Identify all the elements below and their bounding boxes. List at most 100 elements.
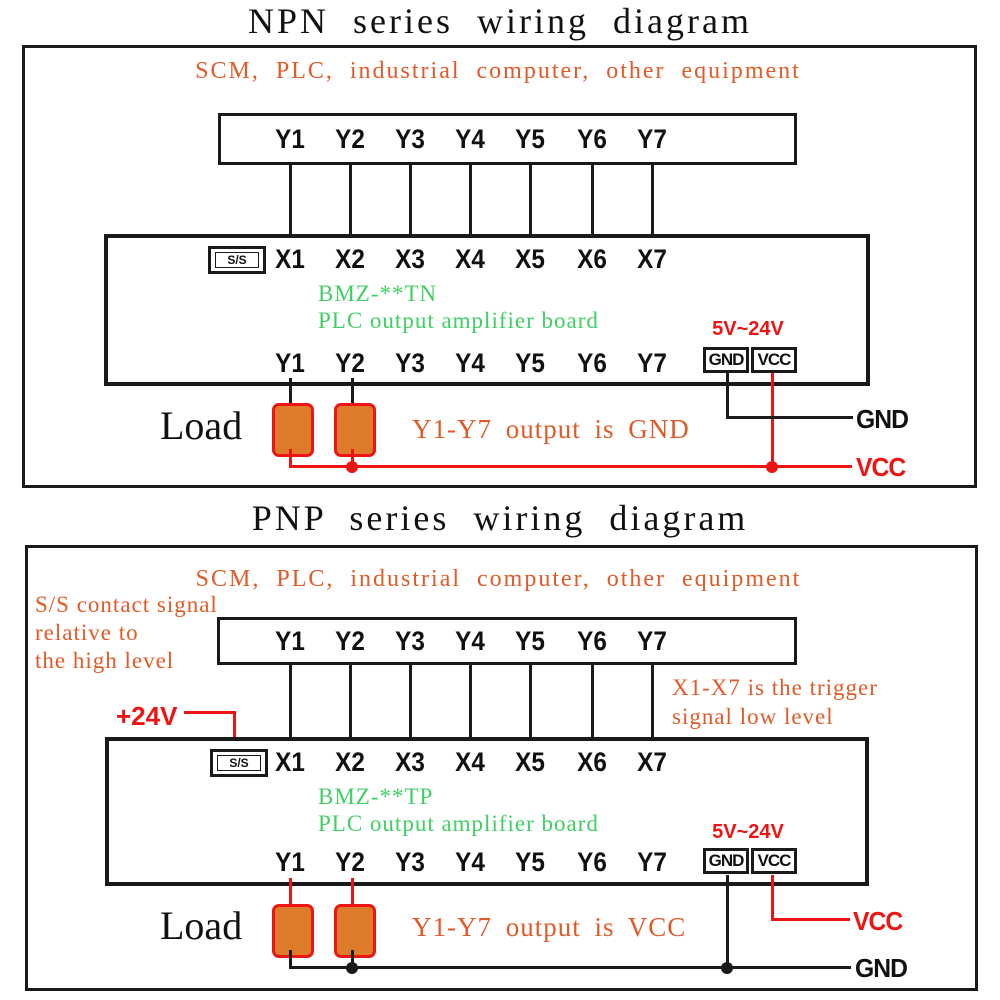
pnp-title: PNP series wiring diagram [251, 498, 749, 538]
npn-controller-box [218, 113, 797, 165]
ss-terminal-label: S/S [215, 252, 259, 268]
pnp-power-terminal: GND VCC [703, 848, 797, 874]
npn-gnd-drop-wire [726, 373, 729, 419]
port-label-y3: Y3 [395, 124, 425, 154]
npn-gnd-terminal: GND [703, 347, 749, 373]
npn-vcc-bus-wire [290, 465, 852, 468]
pnp-controller-box [217, 617, 797, 665]
port-label-y1: Y1 [275, 348, 305, 378]
signal-wire [408, 162, 412, 236]
port-label-y2: Y2 [335, 847, 365, 877]
npn-outer-box [22, 45, 977, 488]
port-label-y4: Y4 [455, 847, 485, 877]
npn-equipment-header: SCM, PLC, industrial computer, other equ… [195, 58, 801, 84]
port-label-y3: Y3 [395, 626, 425, 656]
port-label-y2: Y2 [335, 348, 365, 378]
pnp-gnd-junction-dot-2 [721, 962, 733, 974]
port-label-y7: Y7 [637, 124, 667, 154]
signal-wire [590, 662, 594, 739]
port-label-y7: Y7 [637, 626, 667, 656]
port-label-x4: X4 [455, 244, 485, 274]
pnp-ss-note-line-3: the high level [35, 648, 175, 673]
port-label-y7: Y7 [637, 348, 667, 378]
pnp-gnd-riser-2 [351, 950, 354, 969]
port-label-x2: X2 [335, 747, 365, 777]
pnp-supply-voltage: 5V~24V [712, 821, 784, 843]
signal-wire [468, 162, 472, 236]
signal-wire [590, 162, 594, 236]
npn-title: NPN series wiring diagram [248, 1, 752, 41]
npn-board-model: BMZ-**TN [318, 281, 438, 306]
port-label-x1: X1 [275, 747, 305, 777]
port-label-x3: X3 [395, 244, 425, 274]
pnp-gnd-riser-1 [289, 950, 292, 969]
npn-vcc-drop-wire [771, 373, 774, 468]
npn-ss-terminal: S/S [208, 246, 266, 274]
ss-terminal-label: S/S [217, 755, 261, 771]
pnp-vcc-terminal: VCC [751, 848, 797, 874]
pnp-plus-24v-run-wire [184, 711, 236, 714]
npn-load-1 [272, 403, 314, 457]
port-label-y1: Y1 [275, 847, 305, 877]
port-label-y4: Y4 [455, 626, 485, 656]
npn-gnd-run-wire [727, 416, 853, 419]
port-label-y2: Y2 [335, 626, 365, 656]
port-label-x4: X4 [455, 747, 485, 777]
port-label-x7: X7 [637, 244, 667, 274]
port-label-y4: Y4 [455, 348, 485, 378]
pnp-gnd-bus-wire [290, 966, 851, 969]
port-label-y5: Y5 [515, 124, 545, 154]
pnp-load-1 [272, 904, 314, 958]
npn-output-note: Y1-Y7 output is GND [412, 414, 690, 444]
npn-supply-voltage: 5V~24V [712, 318, 784, 340]
pnp-trigger-note-line-2: signal low level [672, 704, 834, 729]
port-label-x3: X3 [395, 747, 425, 777]
npn-vcc-junction-dot-2 [766, 461, 778, 473]
signal-wire [348, 662, 352, 739]
pnp-load-wire-1 [289, 878, 292, 905]
pnp-gnd-terminal: GND [703, 848, 749, 874]
port-label-y6: Y6 [577, 626, 607, 656]
pnp-outer-box [25, 545, 978, 991]
signal-wire [288, 162, 292, 236]
signal-wire [348, 162, 352, 236]
pnp-ss-note-line-1: S/S contact signal [35, 592, 218, 617]
port-label-x2: X2 [335, 244, 365, 274]
signal-wire [528, 662, 532, 739]
port-label-x7: X7 [637, 747, 667, 777]
pnp-load-2 [334, 904, 376, 958]
npn-vcc-terminal: VCC [751, 347, 797, 373]
port-label-y7: Y7 [637, 847, 667, 877]
npn-gnd-wire-label: GND [856, 404, 909, 434]
port-label-x1: X1 [275, 244, 305, 274]
port-label-x5: X5 [515, 747, 545, 777]
pnp-vcc-run-wire [772, 918, 850, 921]
pnp-load-label: Load [160, 903, 243, 948]
pnp-plus-24v-drop-wire [233, 711, 236, 751]
npn-load-wire-1 [289, 378, 292, 403]
port-label-y6: Y6 [577, 124, 607, 154]
port-label-y1: Y1 [275, 124, 305, 154]
pnp-trigger-note-line-1: X1-X7 is the trigger [672, 675, 878, 700]
pnp-ss-terminal: S/S [210, 749, 268, 777]
npn-power-terminal: GND VCC [703, 347, 797, 373]
port-label-y5: Y5 [515, 348, 545, 378]
port-label-x6: X6 [577, 747, 607, 777]
pnp-board-model: BMZ-**TP [318, 784, 434, 809]
npn-load-label: Load [160, 403, 243, 448]
pnp-plus-24v-label: +24V [116, 701, 178, 731]
signal-wire [650, 162, 654, 236]
signal-wire [288, 662, 292, 739]
pnp-equipment-header: SCM, PLC, industrial computer, other equ… [195, 566, 802, 592]
npn-vcc-riser-1 [289, 449, 292, 468]
port-label-y3: Y3 [395, 348, 425, 378]
port-label-y6: Y6 [577, 847, 607, 877]
port-label-y3: Y3 [395, 847, 425, 877]
port-label-y6: Y6 [577, 348, 607, 378]
signal-wire [650, 662, 654, 739]
port-label-y1: Y1 [275, 626, 305, 656]
pnp-output-note: Y1-Y7 output is VCC [412, 912, 687, 942]
port-label-x5: X5 [515, 244, 545, 274]
signal-wire [408, 662, 412, 739]
npn-load-2 [334, 403, 376, 457]
